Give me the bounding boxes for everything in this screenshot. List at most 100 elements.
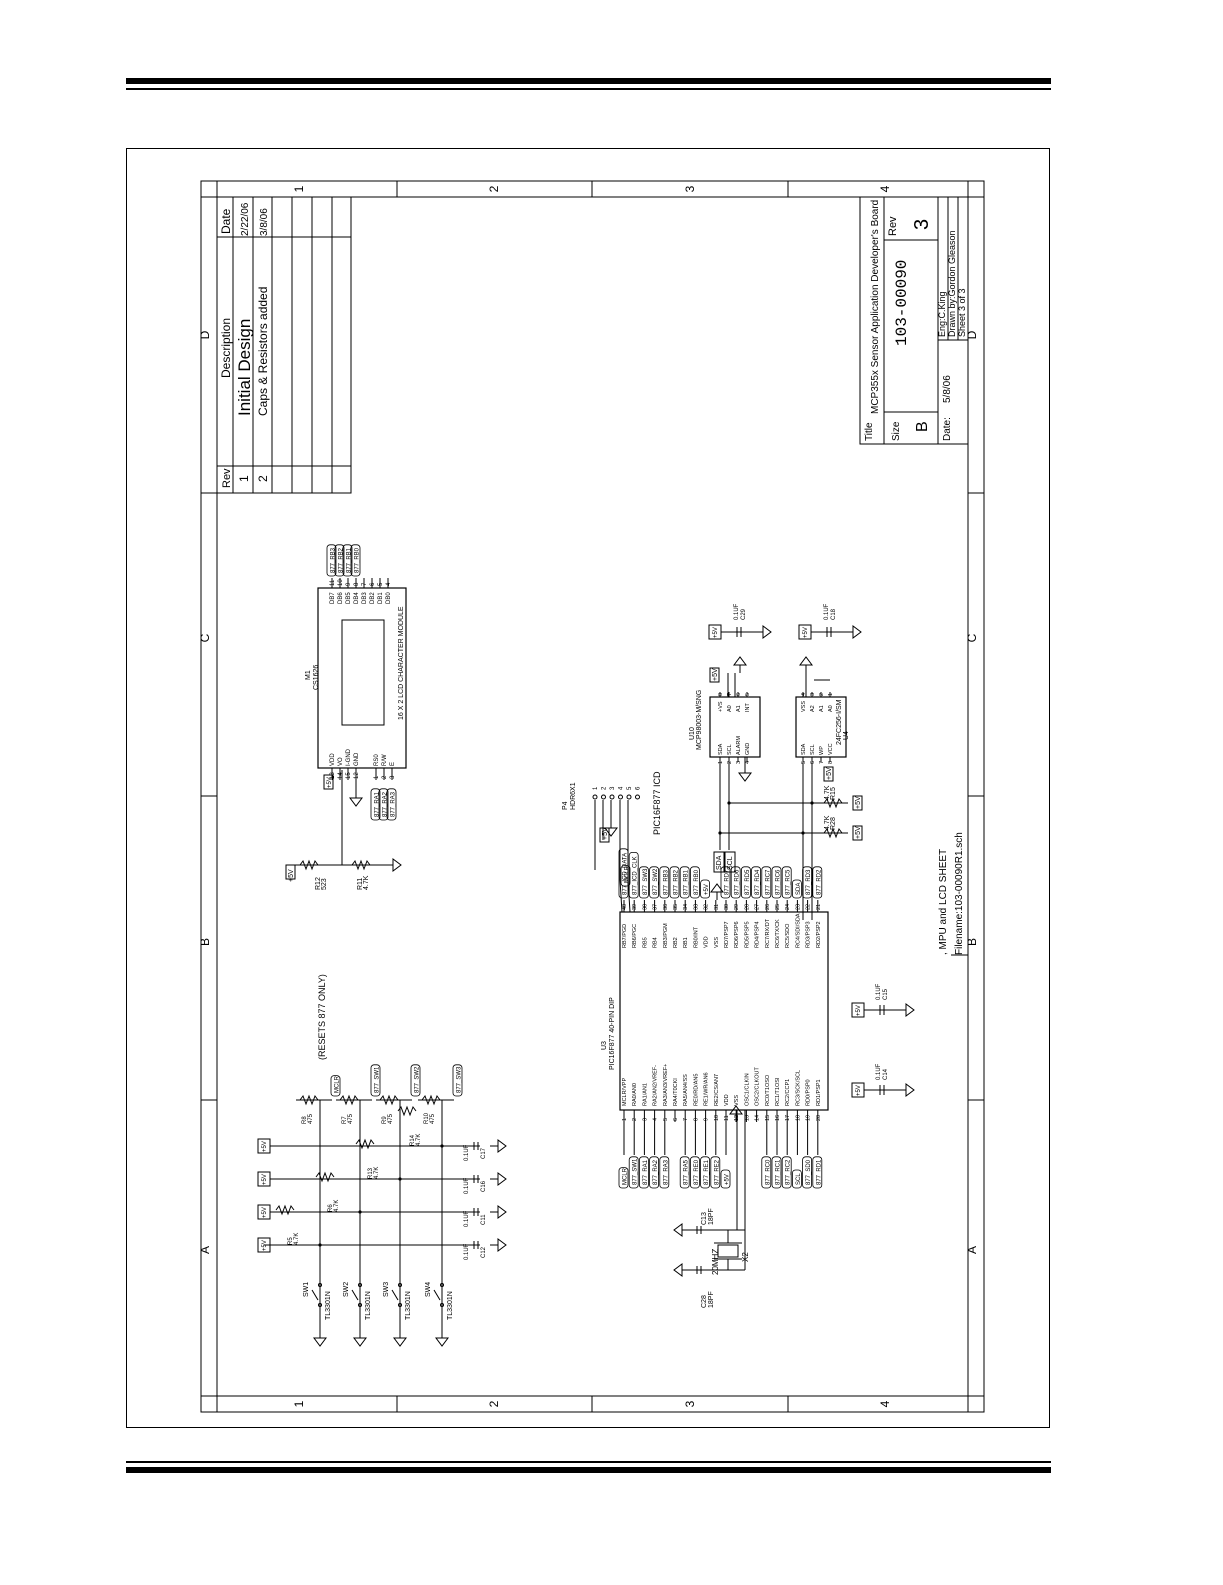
mcu-net-tag-frame xyxy=(628,1156,639,1189)
mcu-pin-number: 23 xyxy=(795,904,801,910)
mcu-pin-number: 18 xyxy=(795,1115,801,1121)
mcu-net-tag-frame xyxy=(679,866,690,899)
lcd-net-tag-frame xyxy=(350,544,361,577)
size-label: Size xyxy=(891,421,902,441)
zone-col-label: 1 xyxy=(292,185,306,192)
pullup-value: 4.7K xyxy=(334,1200,340,1212)
mcu-pin-number: 35 xyxy=(673,904,679,910)
switch-net-tag: 877_SW3 xyxy=(457,1066,463,1093)
cap-value: 0.1UF xyxy=(464,1243,470,1260)
rev-value: 3 xyxy=(911,219,933,230)
mcu-net-tag-frame xyxy=(761,866,772,899)
lcd-pin-number: 11 xyxy=(330,579,336,586)
r12-value: 523 xyxy=(321,878,328,890)
lcd-net-tag-frame xyxy=(386,788,397,821)
mcu-net-tag: 877_RC0 xyxy=(765,1159,771,1185)
description-header: Description xyxy=(219,318,233,378)
zone-col-label: 3 xyxy=(683,185,697,192)
mcu-pin-number: 27 xyxy=(755,904,761,910)
lcd-part: CS1626 xyxy=(313,665,320,690)
rail-label: +5V xyxy=(826,767,833,780)
mcu-pin-name: RB4 xyxy=(653,937,659,948)
rtc-pin-number: 6 xyxy=(736,693,742,696)
rail-label: +5V xyxy=(262,1207,268,1218)
mcu-net-tag-frame xyxy=(812,1156,823,1189)
mcu-pin-number: 37 xyxy=(653,904,659,910)
sheet-number: Sheet 3 of 3 xyxy=(957,288,967,337)
title-label: Title xyxy=(864,422,875,441)
date-cell: 3/8/06 xyxy=(259,208,270,236)
eeprom-pin-number: 2 xyxy=(819,693,825,696)
eeprom-pin-name: SCL xyxy=(810,744,816,755)
switch-part: TL3301N xyxy=(405,1291,412,1320)
rtc-pin-number: 3 xyxy=(736,761,742,764)
mcu-pin-name: RB3/PGM xyxy=(663,923,669,948)
mcu-net-tag-frame xyxy=(812,866,823,899)
crystal-value: 20MHZ xyxy=(711,1249,720,1275)
series-value: 475 xyxy=(308,1113,314,1124)
mcu-net-tag-frame xyxy=(659,1156,670,1189)
document-number: 103-00090 xyxy=(893,260,911,346)
rtc-pin-name: SDA xyxy=(718,743,724,755)
zone-row-label: A xyxy=(965,1246,979,1254)
mcu-pin-number: 25 xyxy=(775,904,781,910)
footer-rule-thick xyxy=(126,1467,1051,1473)
title-text: MCP355x Sensor Application Developer's B… xyxy=(870,200,881,414)
mcu-net-tag-frame xyxy=(618,1167,629,1189)
rtc-pin-name: ALARM xyxy=(736,736,742,755)
series-value: 475 xyxy=(430,1113,436,1124)
mcu-pin-number: 15 xyxy=(765,1115,771,1121)
mcu-net-tag-frame xyxy=(679,1156,690,1189)
mcu-pin-name: VSS xyxy=(714,937,720,948)
lcd-net-tag: 877_RB1 xyxy=(347,547,353,573)
mcu-net-tag-frame xyxy=(802,1156,812,1189)
mcu-net-tag-frame xyxy=(690,866,700,899)
mcu-pin-number: 39 xyxy=(632,904,638,910)
mcu-net-tag: 877_RD2 xyxy=(816,869,822,895)
lcd-pin-name: GND xyxy=(354,752,360,766)
mcu-net-tag-frame xyxy=(781,1156,792,1189)
lcd-description: 16 X 2 LCD CHARACTER MODULE xyxy=(398,606,405,720)
series-ref: R9 xyxy=(382,1116,388,1124)
pullup-ref: R6 xyxy=(328,1204,334,1212)
switch-ref: SW1 xyxy=(303,1282,310,1297)
lcd-pin-number: 5 xyxy=(378,582,384,586)
lcd-pin-number: 12 xyxy=(354,772,360,779)
cap-ref: C17 xyxy=(481,1147,487,1159)
icd-net-tag-frame xyxy=(620,865,631,887)
cap-ref: C11 xyxy=(481,1214,487,1225)
icd-pin-number: 2 xyxy=(602,786,608,790)
eeprom-pin-number: 7 xyxy=(819,761,825,764)
lcd-pin-name: VDD xyxy=(330,753,336,766)
lcd-pin-number: 7 xyxy=(362,582,368,586)
mcu-net-tag: 877_SW2 xyxy=(653,868,659,895)
lcd-pin-number: 10 xyxy=(338,579,344,586)
sda-net: SDA xyxy=(716,855,723,870)
description-cell: Initial Design xyxy=(235,319,254,416)
contrast-divider xyxy=(285,770,402,880)
mcu-pin-number: 1 xyxy=(622,1118,628,1121)
mcu-pin-name: RC3/SCK/SCL xyxy=(795,1070,801,1106)
switch-ref: SW3 xyxy=(383,1282,390,1297)
date-label: Date: xyxy=(942,417,953,441)
mcu-net-tag-frame xyxy=(628,852,639,899)
rtc-pin-name: A1 xyxy=(736,705,742,712)
mcu-pin-name: RC5/SDO xyxy=(785,923,791,948)
c28-value: 18PF xyxy=(708,1291,715,1308)
mcu-net-tag: 877_RC2 xyxy=(786,1159,792,1185)
zone-col-label: 4 xyxy=(878,1400,892,1407)
mcu-pin-name: RC6/TX/CK xyxy=(775,919,781,948)
mcu-net-tag-frame xyxy=(710,1156,721,1189)
mcu-pin-name: RE2/CS/AN7 xyxy=(714,1074,720,1106)
rtc-pin-name: +VS xyxy=(718,701,724,712)
lcd-pin-number: 9 xyxy=(346,582,352,586)
mcu-pin-number: 34 xyxy=(683,904,689,910)
mcu-pin-number: 3 xyxy=(642,1118,648,1121)
eeprom-pin-name: VSS xyxy=(801,701,807,712)
lcd-net-tag: 877_RA1 xyxy=(375,791,381,817)
mcu-pin-number: 10 xyxy=(714,1115,720,1121)
